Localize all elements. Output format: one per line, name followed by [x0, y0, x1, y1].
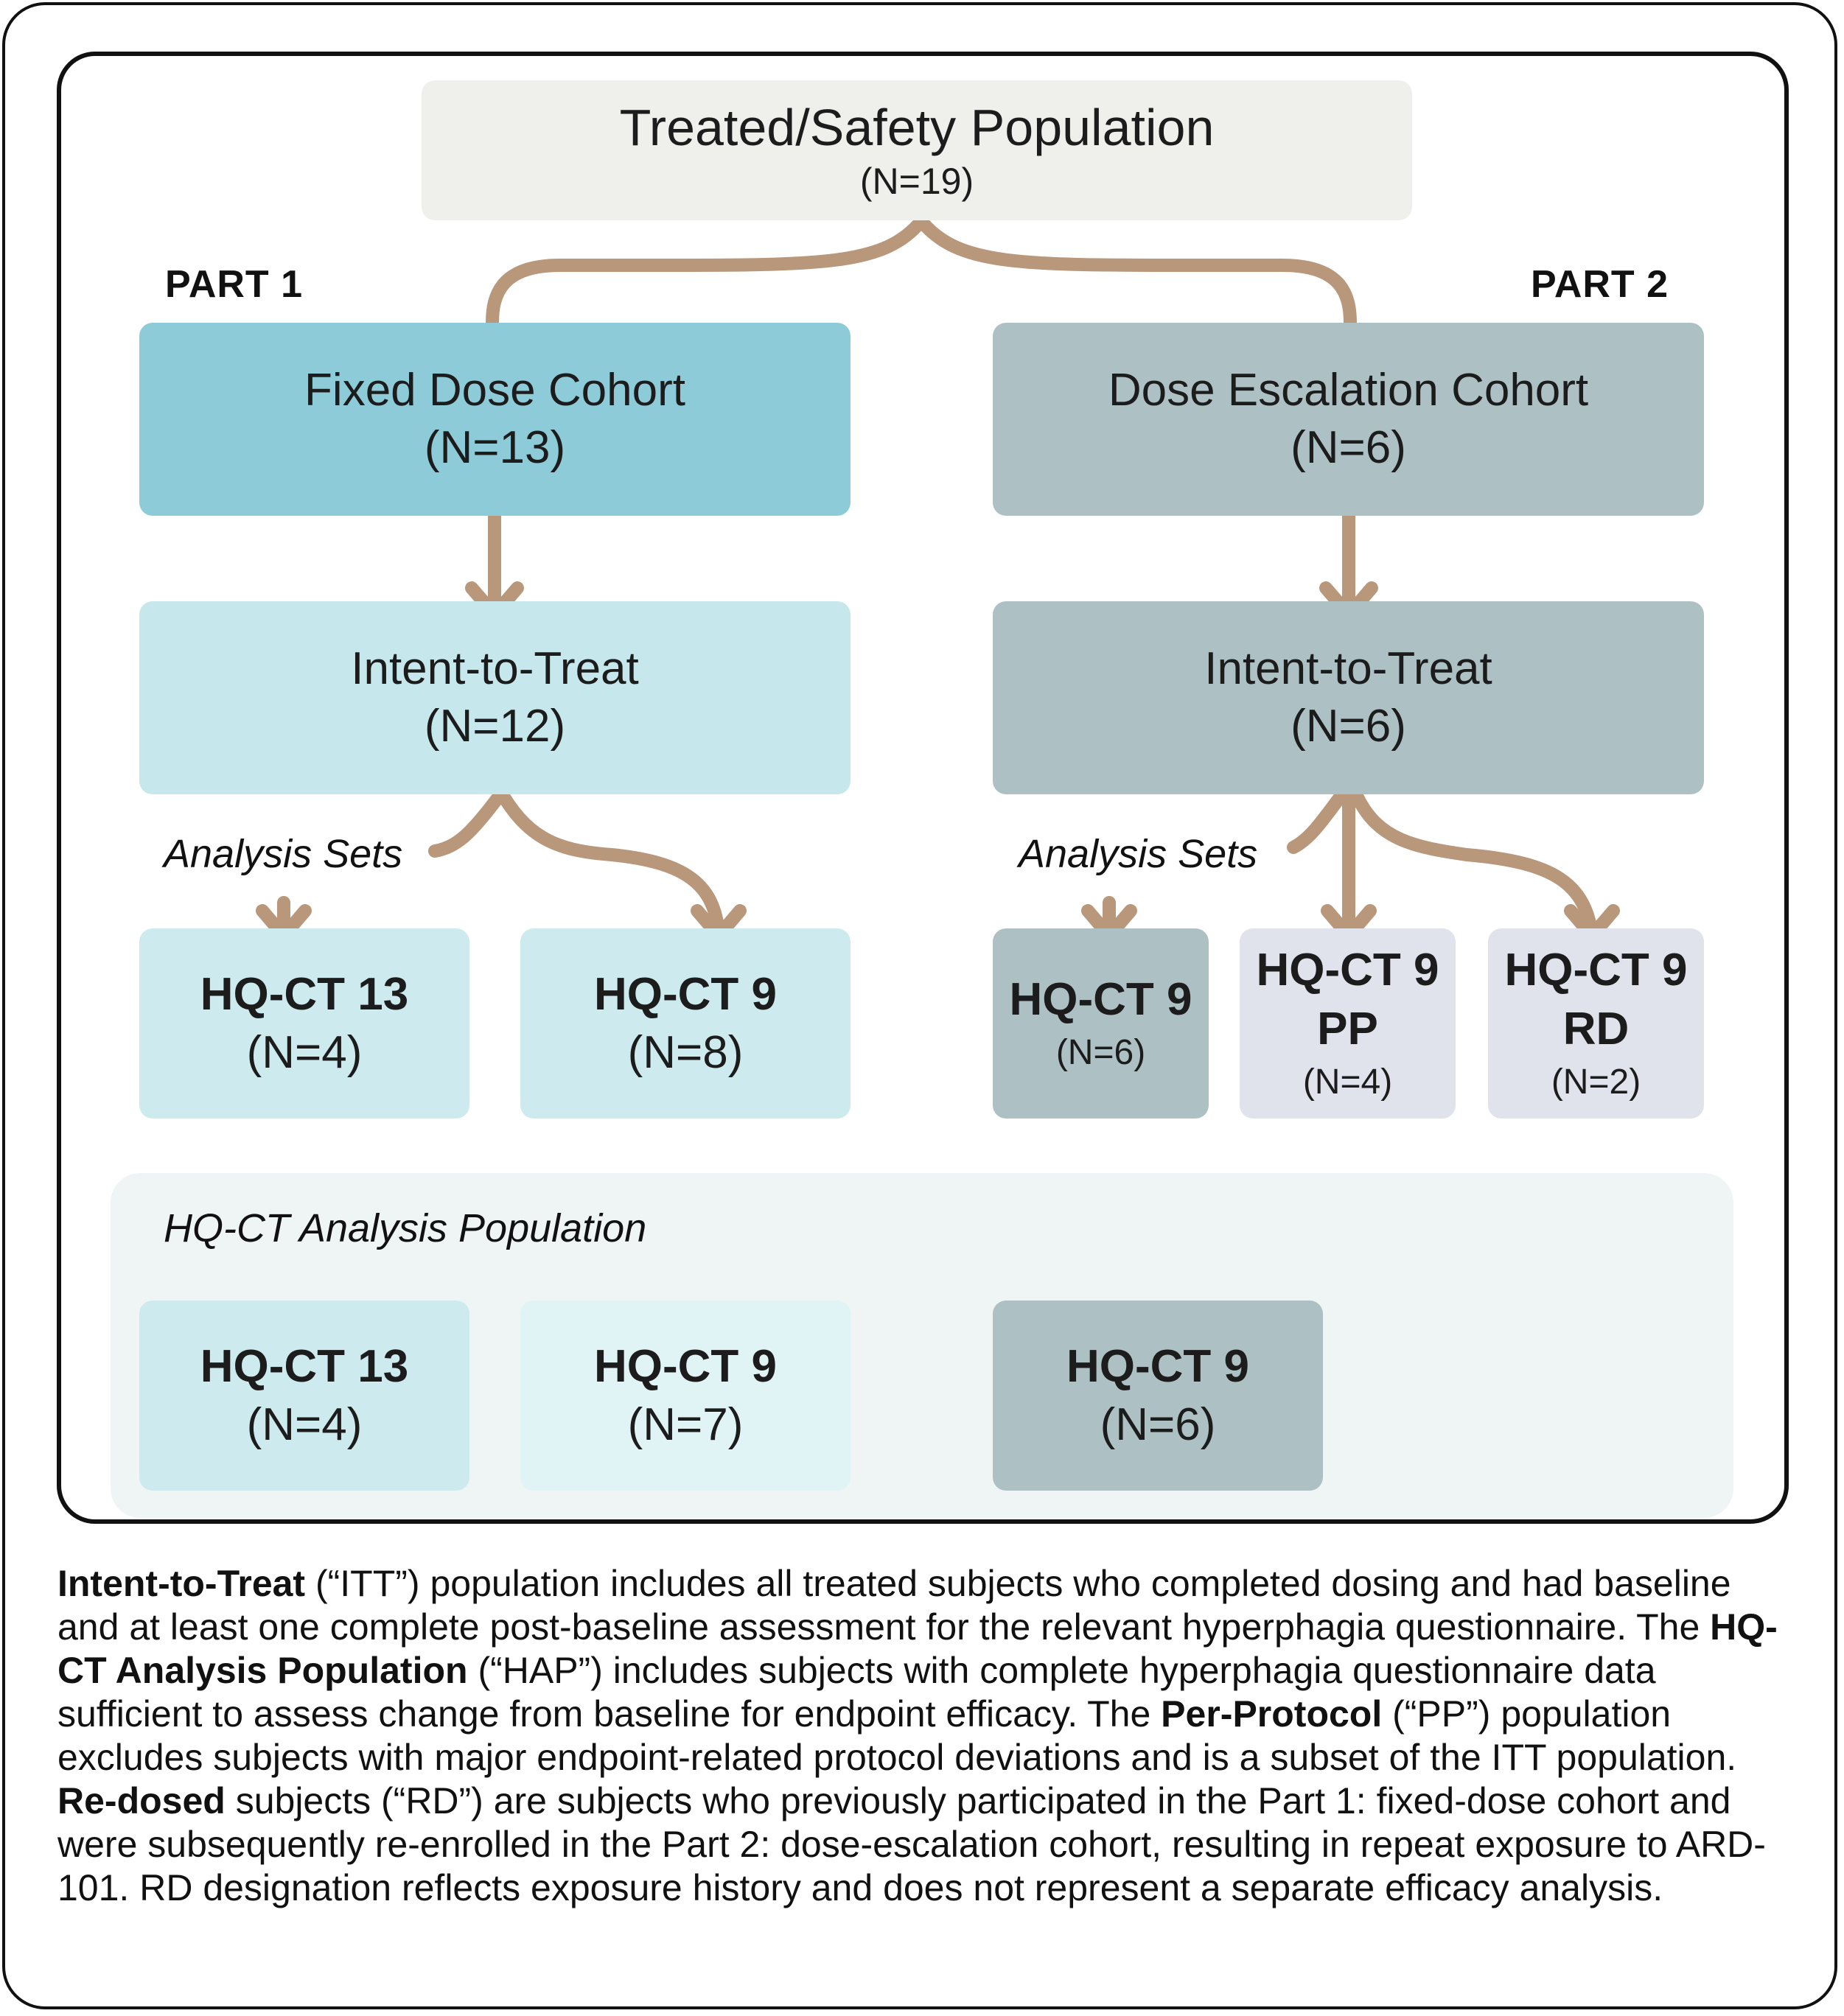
box-count: (N=6) — [1291, 422, 1406, 473]
hap-label: HQ-CT Analysis Population — [164, 1206, 647, 1250]
footnote-rd-term: Re-dosed — [57, 1780, 226, 1821]
box-title: HQ-CT 9 — [1009, 974, 1192, 1025]
box-subtitle: PP — [1317, 1004, 1378, 1054]
brace-left — [486, 214, 928, 329]
footnote: Intent-to-Treat (“ITT”) population inclu… — [57, 1562, 1797, 1910]
box-count: (N=7) — [627, 1399, 744, 1450]
box-count: (N=6) — [1100, 1399, 1216, 1450]
footnote-hap-text: (“HAP”) includes subjects with complete … — [57, 1650, 1656, 1735]
box-title: HQ-CT 9 — [594, 1341, 777, 1392]
arrow-part1-itt-set1 — [428, 791, 505, 858]
box-title: HQ-CT 9 — [1256, 945, 1439, 995]
box-count: (N=4) — [1302, 1063, 1393, 1102]
part2-set-hqct9-box: HQ-CT 9 (N=6) — [993, 928, 1209, 1119]
footnote-hap-term: HQ-CT Analysis Population — [57, 1606, 1778, 1691]
box-count: (N=8) — [627, 1027, 744, 1078]
part2-set-hqct9-pp-box: HQ-CT 9 PP (N=4) — [1240, 928, 1456, 1119]
brace-right — [915, 214, 1357, 329]
box-title: HQ-CT 9 — [594, 969, 777, 1020]
box-count: (N=6) — [1291, 701, 1406, 752]
footnote-pp-text: (“PP”) population excludes subjects with… — [57, 1693, 1737, 1778]
box-subtitle: RD — [1562, 1004, 1630, 1054]
footnote-rd-text: subjects (“RD”) are subjects who previou… — [57, 1780, 1766, 1908]
fixed-dose-cohort-box: Fixed Dose Cohort (N=13) — [139, 323, 851, 516]
arrow-part2-itt-set1 — [1287, 791, 1347, 854]
box-count: (N=12) — [424, 701, 566, 752]
hap-hqct9-part1-box: HQ-CT 9 (N=7) — [520, 1301, 851, 1491]
arrow-part2-itt-set3 — [1351, 791, 1599, 941]
dose-escalation-cohort-box: Dose Escalation Cohort (N=6) — [993, 323, 1704, 516]
part1-itt-box: Intent-to-Treat (N=12) — [139, 601, 851, 794]
box-count: (N=4) — [246, 1027, 363, 1078]
box-count: (N=2) — [1551, 1063, 1641, 1102]
box-count: (N=19) — [859, 161, 974, 202]
box-title: HQ-CT 9 — [1504, 945, 1688, 995]
hap-hqct9-part2-box: HQ-CT 9 (N=6) — [993, 1301, 1323, 1491]
part1-label: PART 1 — [165, 263, 304, 306]
diagram-frame — [57, 52, 1789, 1524]
footnote-pp-term: Per-Protocol — [1161, 1693, 1383, 1735]
box-title: Treated/Safety Population — [619, 99, 1215, 156]
box-count: (N=13) — [424, 422, 566, 473]
footnote-itt-term: Intent-to-Treat — [57, 1563, 306, 1604]
part2-analysis-sets-label: Analysis Sets — [1019, 832, 1258, 876]
box-title: Fixed Dose Cohort — [304, 365, 685, 416]
part2-itt-box: Intent-to-Treat (N=6) — [993, 601, 1704, 794]
box-title: HQ-CT 13 — [200, 969, 409, 1020]
arrow-part1-itt-set2 — [497, 791, 725, 941]
part1-analysis-sets-label: Analysis Sets — [164, 832, 403, 876]
box-title: HQ-CT 9 — [1066, 1341, 1249, 1392]
box-count: (N=6) — [1055, 1033, 1146, 1072]
footnote-itt-text: (“ITT”) population includes all treated … — [57, 1563, 1731, 1648]
box-title: Intent-to-Treat — [351, 643, 639, 694]
box-title: Dose Escalation Cohort — [1108, 365, 1589, 416]
hap-hqct13-box: HQ-CT 13 (N=4) — [139, 1301, 469, 1491]
box-title: HQ-CT 13 — [200, 1341, 409, 1392]
box-count: (N=4) — [246, 1399, 363, 1450]
part1-set-hqct9-box: HQ-CT 9 (N=8) — [520, 928, 851, 1119]
part1-set-hqct13-box: HQ-CT 13 (N=4) — [139, 928, 469, 1119]
box-title: Intent-to-Treat — [1204, 643, 1492, 694]
part2-label: PART 2 — [1531, 263, 1669, 306]
treated-safety-population-box: Treated/Safety Population (N=19) — [422, 80, 1412, 220]
part2-set-hqct9-rd-box: HQ-CT 9 RD (N=2) — [1488, 928, 1704, 1119]
